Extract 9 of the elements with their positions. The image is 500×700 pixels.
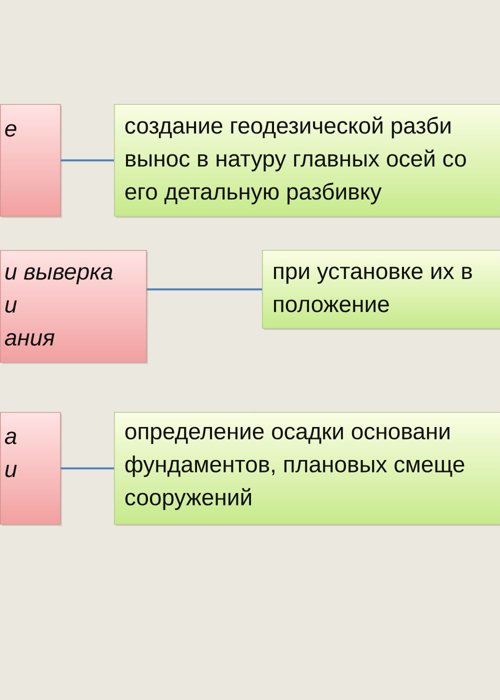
description-box: при установке их в положение — [262, 250, 500, 330]
category-box: и выверка и ания — [0, 250, 148, 364]
connector-line — [60, 159, 114, 162]
description-box: создание геодезической разби вынос в натуру главных осей со его детальную разбивку — [114, 104, 500, 218]
connector-line — [60, 467, 114, 470]
description-box: определение осадки основани фундаментов, плановых смеще сооружений — [114, 412, 500, 526]
category-box: е — [0, 104, 62, 218]
category-box: а и — [0, 412, 62, 526]
connector-line — [146, 288, 262, 290]
